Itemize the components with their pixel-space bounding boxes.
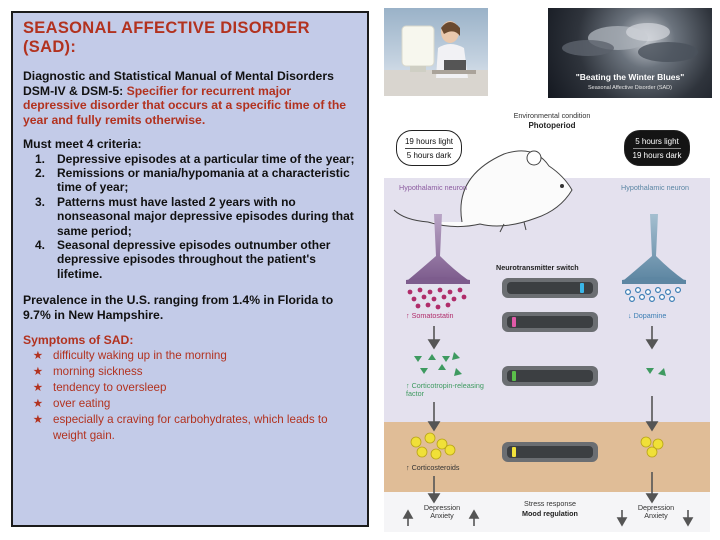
criteria-text: Patterns must have lasted 2 years with n… <box>57 194 354 238</box>
criteria-number: 2. <box>34 165 45 180</box>
symptom-text: over eating <box>53 396 111 410</box>
criteria-item: 1. Depressive episodes at a particular ti… <box>23 152 357 166</box>
symptoms-list: ★ difficulty waking up in the morning ★ mo… <box>23 348 357 444</box>
depression-anxiety-right-label: Depression Anxiety <box>637 503 675 520</box>
left-neuron <box>406 214 470 284</box>
crf-triangles <box>414 352 666 376</box>
star-bullet-icon: ★ <box>32 412 44 426</box>
flow-arrows <box>427 326 659 504</box>
long-day-box: 19 hours light 5 hours dark <box>396 130 462 166</box>
criteria-text: Remissions or mania/hypomania at a chara… <box>57 165 350 195</box>
star-bullet-icon: ★ <box>32 396 44 410</box>
short-day-box: 5 hours light 19 hours dark <box>624 130 690 166</box>
somatostatin-dots <box>407 287 467 310</box>
crf-label: ↑ Corticotropin-releasing factor <box>406 381 484 398</box>
hypothalamic-neuron-right-label: Hypothalamic neuron <box>621 183 689 192</box>
symptom-item: ★ tendency to oversleep <box>23 380 357 396</box>
criteria-text: Depressive episodes at a particular time… <box>57 151 355 166</box>
dopamine-label: ↓ Dopamine <box>628 311 667 320</box>
light-therapy-photo <box>384 8 488 96</box>
short-day-dark: 19 hours dark <box>632 151 682 160</box>
prevalence-text: Prevalence in the U.S. ranging from 1.4%… <box>23 293 334 322</box>
criteria-number: 1. <box>34 151 45 166</box>
star-bullet-icon: ★ <box>32 380 44 394</box>
symptom-text: especially a craving for carbohydrates, … <box>53 412 328 442</box>
sad-info-panel: SEASONAL AFFECTIVE DISORDER (SAD): Diagn… <box>11 11 369 527</box>
winter-blues-photo: "Beating the Winter Blues" Seasonal Affe… <box>548 8 712 98</box>
star-bullet-icon: ★ <box>32 364 44 378</box>
rat-illustration <box>393 150 573 233</box>
criteria-item: 2. Remissions or mania/hypomania at a cha… <box>23 166 357 195</box>
symptom-text: morning sickness <box>53 364 143 378</box>
diagram-graphics <box>384 150 710 532</box>
symptom-item: ★ morning sickness <box>23 364 357 380</box>
photo-caption-subtitle: Seasonal Affective Disorder (SAD) <box>588 85 672 91</box>
environment-label: Environmental condition <box>513 111 591 120</box>
neurotransmitter-switch-label: Neurotransmitter switch <box>496 263 579 272</box>
star-bullet-icon: ★ <box>32 348 44 362</box>
dsm-text: Diagnostic and Statistical Manual of Men… <box>23 69 334 98</box>
stress-response-label: Stress response <box>524 499 576 508</box>
criteria-number: 3. <box>34 194 45 209</box>
criteria-text: Seasonal depressive episodes outnumber o… <box>57 237 331 281</box>
criteria-number: 4. <box>34 237 45 252</box>
photoperiod-label: Photoperiod <box>528 121 576 130</box>
symptom-text: difficulty waking up in the morning <box>53 348 227 362</box>
criteria-item: 3. Patterns must have lasted 2 years with… <box>23 195 357 238</box>
right-neuron <box>622 214 686 284</box>
short-day-light: 5 hours light <box>635 137 679 146</box>
depression-anxiety-left-label: Depression Anxiety <box>423 503 461 520</box>
symptom-text: tendency to oversleep <box>53 380 167 394</box>
long-day-dark: 5 hours dark <box>406 151 452 160</box>
corticosteroid-dots <box>410 432 664 460</box>
photoperiod-diagram: Environmental condition Photoperiod 19 h… <box>384 106 710 532</box>
symptom-item: ★ over eating <box>23 396 357 412</box>
symptom-item: ★ difficulty waking up in the morning <box>23 348 357 364</box>
mood-regulation-label: Mood regulation <box>522 509 578 518</box>
dsm-definition: Diagnostic and Statistical Manual of Men… <box>23 69 357 127</box>
symptom-item: ★ especially a craving for carbohydrates,… <box>23 412 357 444</box>
symptoms-heading: Symptoms of SAD: <box>23 333 134 348</box>
dopamine-dots <box>625 287 682 303</box>
criteria-heading: Must meet 4 criteria: <box>23 137 142 151</box>
light-therapy-illustration <box>384 21 488 96</box>
dsm-highlight: Specifier for recurrent major depressive… <box>23 83 347 127</box>
hypothalamic-neuron-left-label: Hypothalamic neuron <box>399 183 467 192</box>
neurotransmitter-switches <box>502 278 598 462</box>
corticosteroids-label: ↑ Corticosteroids <box>406 463 460 472</box>
long-day-light: 19 hours light <box>404 137 454 146</box>
somatostatin-label: ↑ Somatostatin <box>406 311 454 320</box>
criteria-item: 4. Seasonal depressive episodes outnumber… <box>23 238 357 281</box>
criteria-list: 1. Depressive episodes at a particular ti… <box>23 152 357 282</box>
bottom-indicator-arrows <box>402 509 694 527</box>
cloud-sky-illustration <box>562 23 698 62</box>
photo-caption-title: "Beating the Winter Blues" <box>575 72 685 82</box>
panel-title: SEASONAL AFFECTIVE DISORDER (SAD): <box>23 19 310 56</box>
